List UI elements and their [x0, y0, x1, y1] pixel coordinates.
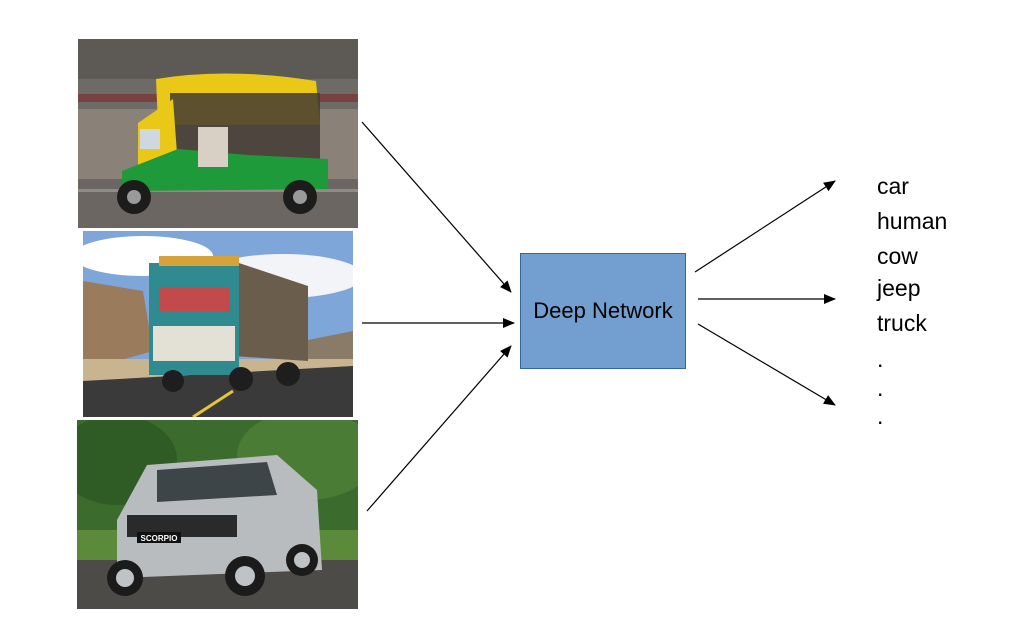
truck-image: [83, 231, 353, 417]
class-label: .: [877, 346, 884, 372]
output-arrow-1: [694, 180, 836, 273]
class-label: .: [877, 375, 884, 401]
scorpio-badge: SCORPIO: [141, 534, 178, 543]
class-label: car: [877, 173, 909, 199]
class-label: jeep: [877, 275, 921, 301]
class-label: truck: [877, 310, 927, 336]
output-arrow-3: [697, 323, 836, 406]
autorickshaw-image: [78, 39, 358, 228]
class-label: .: [877, 403, 884, 429]
input-arrow-3: [366, 345, 512, 512]
input-arrow-1: [361, 121, 512, 293]
deep-network-label: Deep Network: [533, 298, 673, 323]
jeep-image: SCORPIO: [77, 420, 358, 609]
deep-network-box: Deep Network: [520, 253, 686, 369]
class-label: human: [877, 208, 948, 234]
class-label: cow: [877, 243, 918, 269]
